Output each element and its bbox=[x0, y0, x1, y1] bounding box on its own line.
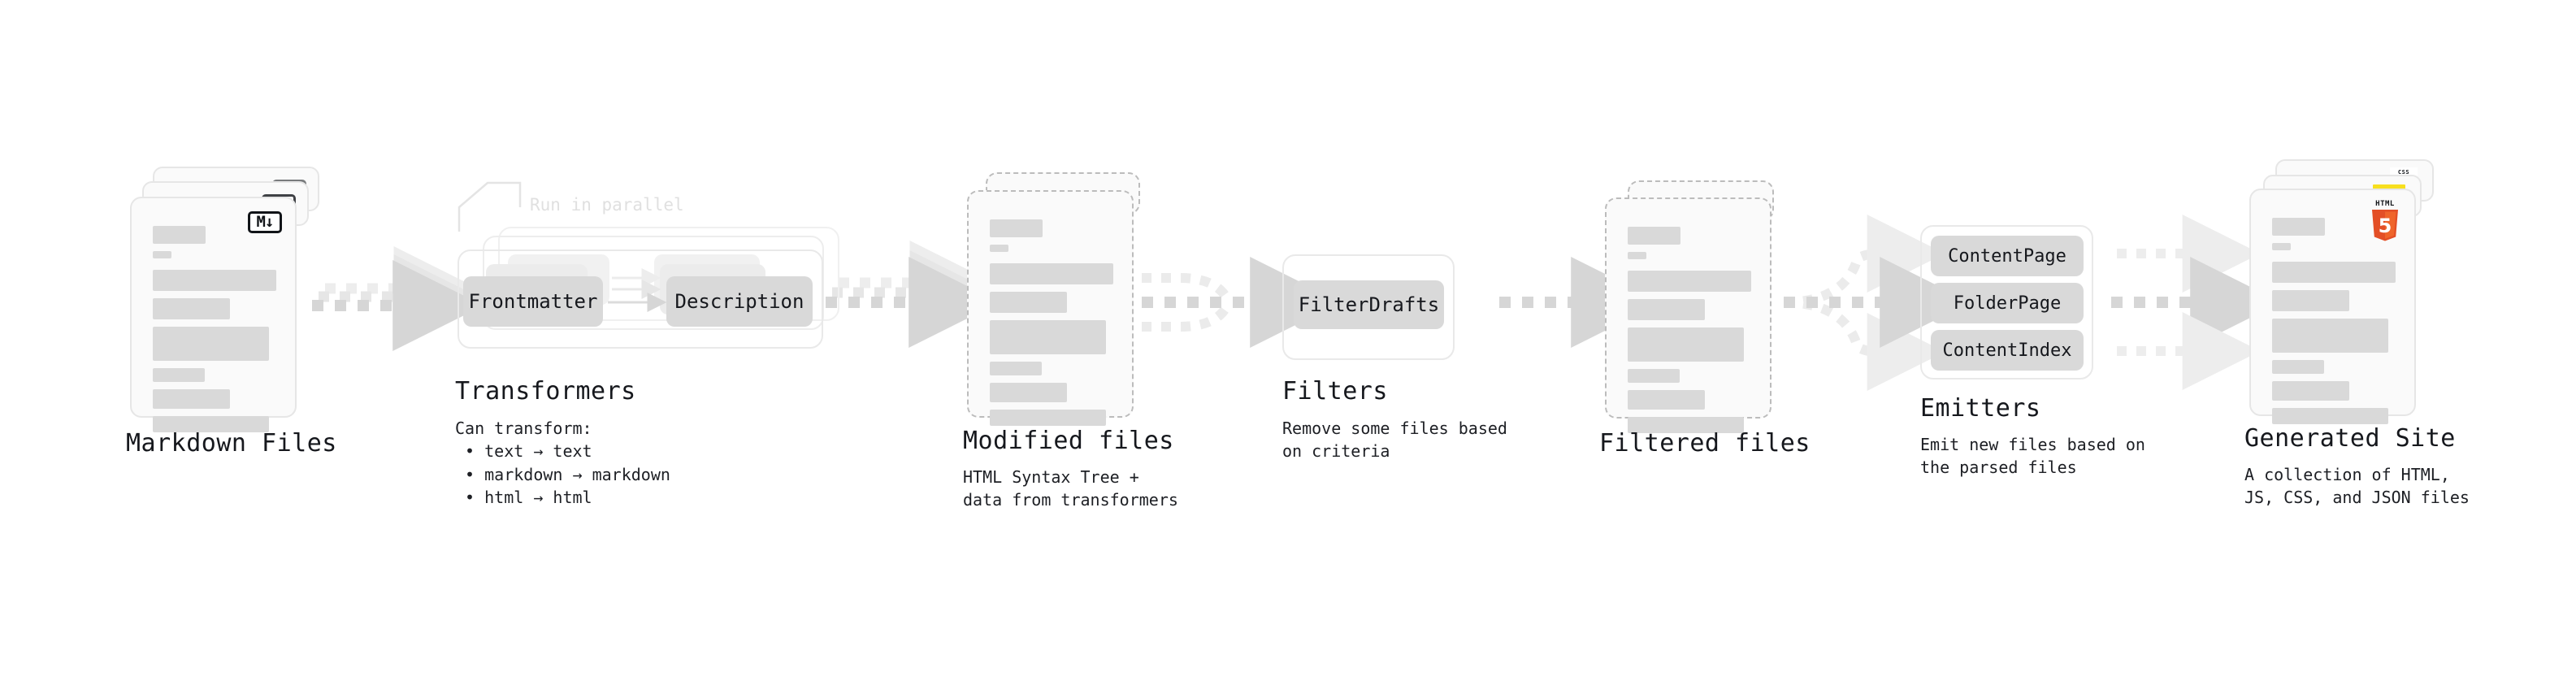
svg-text:5: 5 bbox=[2379, 215, 2392, 237]
transformers-title: Transformers bbox=[455, 377, 636, 406]
emitters-title: Emitters bbox=[1920, 394, 2041, 423]
card-placeholder-lines bbox=[990, 219, 1113, 433]
emitters-group-box bbox=[1920, 225, 2093, 380]
connector-markdown-to-transformers bbox=[312, 246, 484, 351]
site-card-front[interactable]: HTML 5 bbox=[2249, 189, 2416, 424]
emitter-chip-folderpage[interactable]: FolderPage bbox=[1931, 283, 2084, 323]
filters-description: Remove some files based on criteria bbox=[1282, 419, 1507, 462]
card-placeholder-lines bbox=[1628, 227, 1751, 440]
generated-site-title: Generated Site bbox=[2244, 424, 2456, 453]
connector-transformers-to-modified bbox=[826, 241, 1000, 348]
markdown-icon: M↓ bbox=[248, 211, 282, 233]
connector-filtered-to-emitters bbox=[1783, 215, 1971, 391]
html5-shield: 5 bbox=[2372, 210, 2398, 241]
markdown-files-title: Markdown Files bbox=[126, 429, 337, 458]
connector-modified-to-filters bbox=[1142, 257, 1342, 348]
filtered-card-front[interactable] bbox=[1605, 197, 1772, 433]
run-in-parallel-label: Run in parallel bbox=[530, 195, 684, 215]
filters-group-box bbox=[1282, 254, 1455, 360]
run-in-parallel-bracket bbox=[458, 181, 522, 232]
transformer-chip-frontmatter[interactable]: Frontmatter bbox=[463, 276, 603, 327]
modified-files-description: HTML Syntax Tree + data from transformer… bbox=[963, 467, 1178, 510]
emitters-description: Emit new files based on the parsed files bbox=[1920, 435, 2145, 478]
filtered-files-title: Filtered files bbox=[1599, 429, 1811, 458]
markdown-card-front[interactable]: M↓ bbox=[130, 197, 297, 432]
modified-card-front[interactable] bbox=[967, 190, 1134, 426]
modified-files-title: Modified files bbox=[963, 427, 1174, 455]
transformers-description: Can transform: • text → text • markdown … bbox=[455, 419, 670, 508]
generated-site-description: A collection of HTML, JS, CSS, and JSON … bbox=[2244, 465, 2470, 508]
emitter-chip-contentpage[interactable]: ContentPage bbox=[1931, 236, 2084, 276]
filters-title: Filters bbox=[1282, 377, 1388, 406]
emitter-chip-contentindex[interactable]: ContentIndex bbox=[1931, 330, 2084, 371]
connector-emitters-to-site bbox=[2111, 215, 2282, 390]
card-placeholder-lines bbox=[153, 226, 276, 440]
transformer-chip-description[interactable]: Description bbox=[666, 276, 813, 327]
markdown-icon-label: M↓ bbox=[256, 213, 275, 231]
transformers-group-front bbox=[458, 249, 823, 349]
html5-icon-label: HTML bbox=[2375, 200, 2395, 208]
card-placeholder-lines bbox=[2272, 218, 2396, 432]
html5-icon: HTML 5 bbox=[2367, 200, 2403, 242]
filter-chip-filterdrafts[interactable]: FilterDrafts bbox=[1294, 280, 1444, 329]
